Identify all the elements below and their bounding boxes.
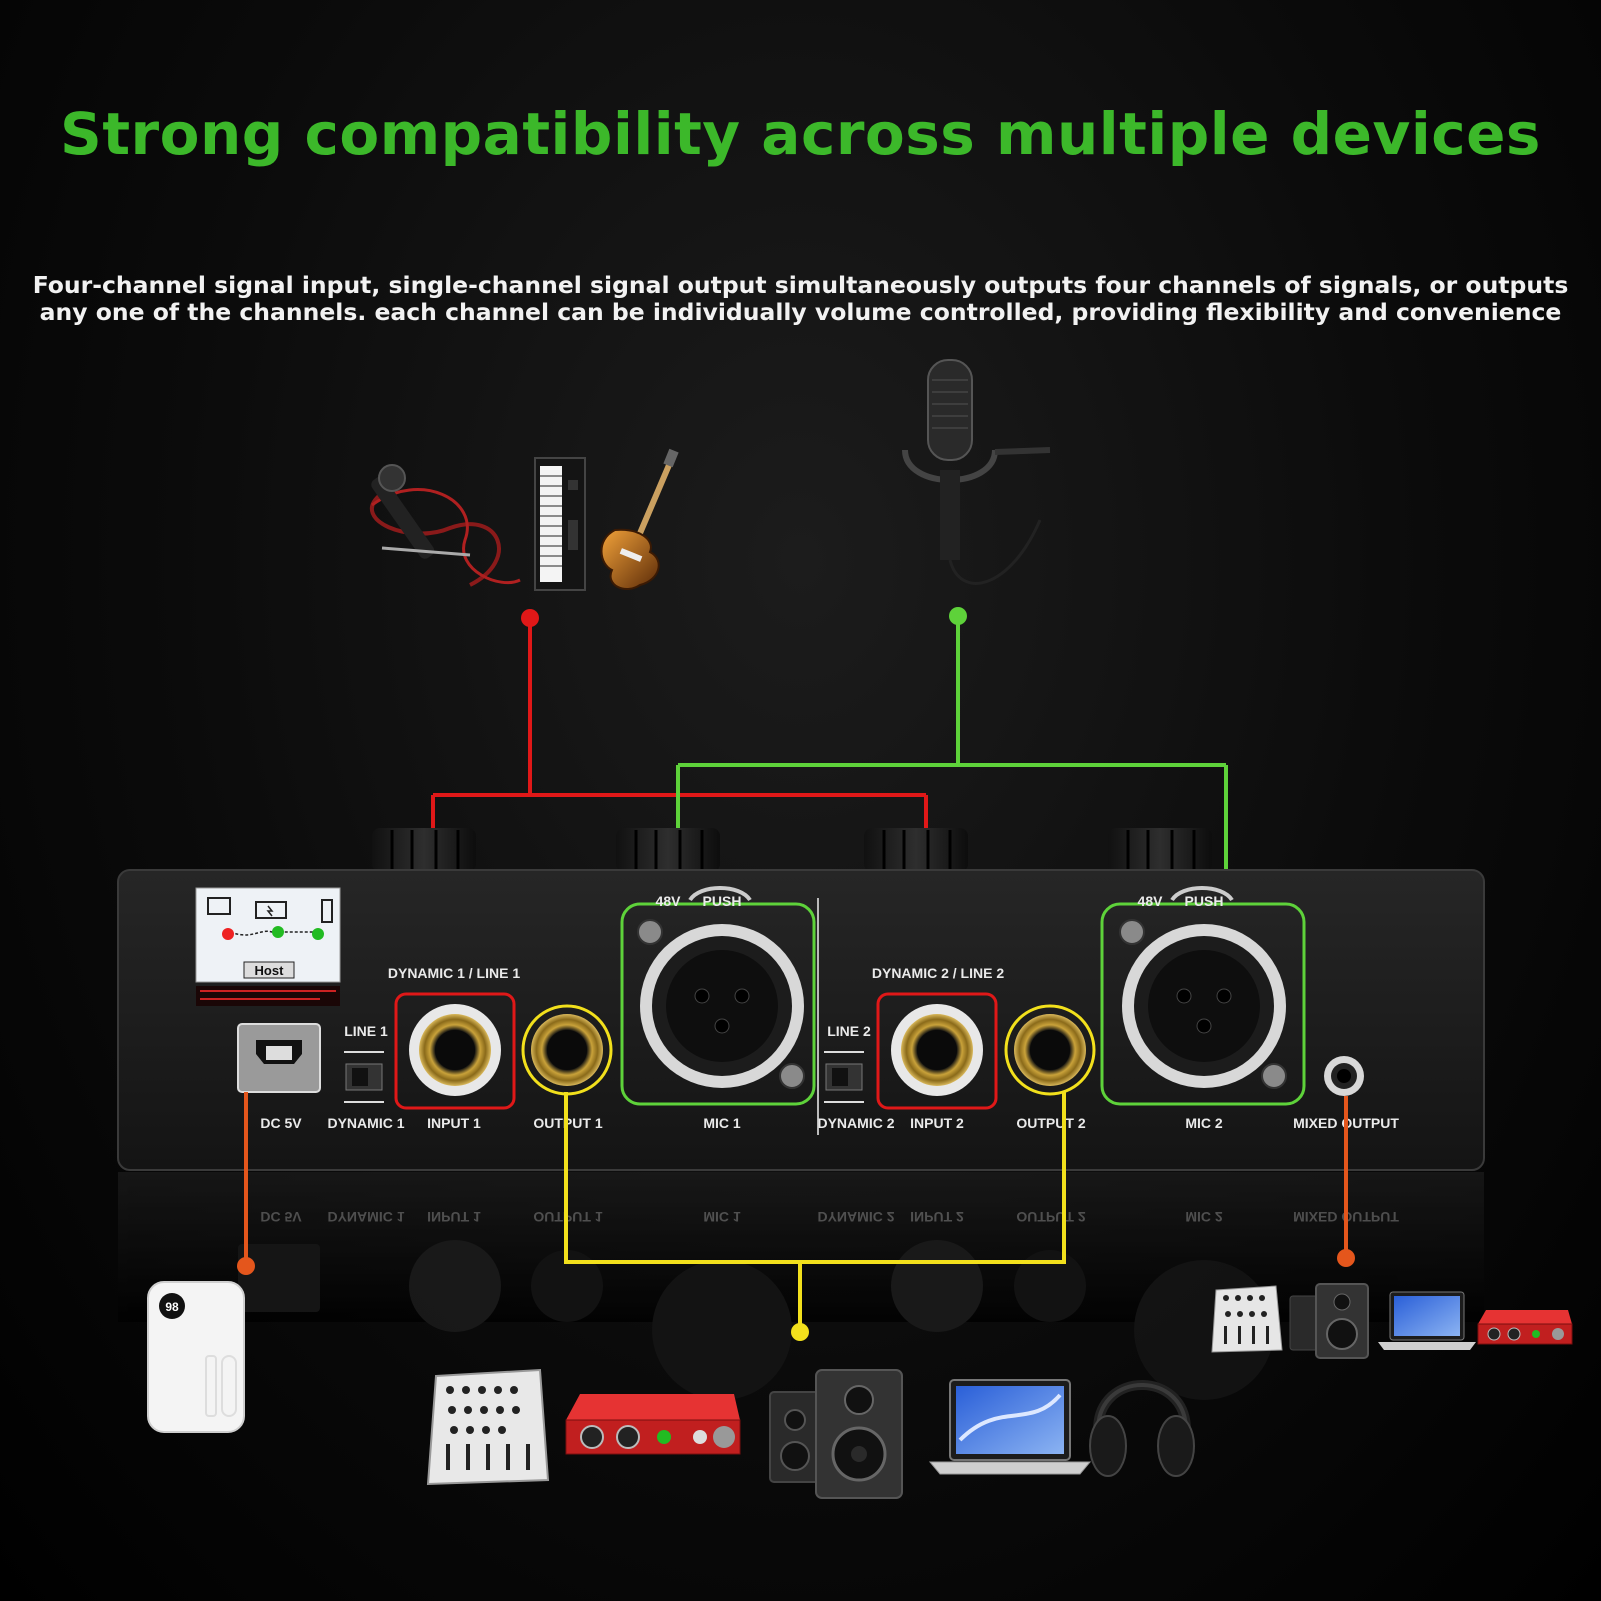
page-title: Strong compatibility across multiple dev…: [60, 100, 1541, 168]
mic-connection-dot: [949, 607, 967, 625]
screw-icon: [637, 919, 663, 945]
host-label: Host: [255, 963, 285, 978]
power-label-sticker: Host: [195, 887, 341, 983]
mixed-output-audio-interface-icon: [1477, 1310, 1573, 1345]
speakers-icon: [769, 1369, 903, 1499]
label-line2: LINE 2: [827, 1023, 871, 1039]
page-subtitle: Four-channel signal input, single-channe…: [20, 272, 1581, 326]
reflected-label-dc5v: DC 5V: [260, 1209, 302, 1225]
screw-icon: [1261, 1063, 1287, 1089]
output-1-jack[interactable]: [521, 1004, 613, 1096]
screw-icon: [1119, 919, 1145, 945]
label-48v-1: 48V: [656, 893, 682, 909]
selector-switch-1[interactable]: [344, 1051, 384, 1103]
mixed-output-connection-dot: [1337, 1249, 1355, 1267]
electric-guitar-icon: [600, 448, 679, 590]
mixed-output-jack[interactable]: [1324, 1056, 1364, 1096]
mic-1-xlr-jack[interactable]: [620, 886, 816, 1106]
volume-knob-1[interactable]: [372, 828, 476, 872]
label-dynamic1-line1: DYNAMIC 1 / LINE 1: [388, 965, 520, 981]
reflected-label-output2: OUTPUT 2: [1016, 1209, 1085, 1225]
label-dc5v: DC 5V: [260, 1115, 302, 1131]
volume-knob-3[interactable]: [864, 828, 968, 872]
label-line1: LINE 1: [344, 1023, 388, 1039]
mixed-output-speaker-icon: [1289, 1283, 1369, 1359]
label-input2: INPUT 2: [910, 1115, 964, 1131]
reflected-label-input2: INPUT 2: [910, 1209, 964, 1225]
output-connection-dot: [791, 1323, 809, 1341]
label-48v-2: 48V: [1138, 893, 1164, 909]
power-bank-icon: 98: [147, 1281, 245, 1433]
label-push-1: PUSH: [703, 893, 742, 909]
instrument-connection-dot: [521, 609, 539, 627]
label-output2: OUTPUT 2: [1016, 1115, 1085, 1131]
laptop-icon: [207, 897, 231, 915]
input-2-jack[interactable]: [876, 992, 998, 1110]
label-push-2: PUSH: [1185, 893, 1224, 909]
label-dynamic2-line2: DYNAMIC 2 / LINE 2: [872, 965, 1004, 981]
volume-knob-2[interactable]: [616, 828, 720, 872]
label-mic1: MIC 1: [703, 1115, 741, 1131]
usb-b-port[interactable]: [237, 1023, 321, 1093]
label-dynamic1: DYNAMIC 1: [327, 1115, 404, 1131]
output-cable: [564, 1092, 1066, 1330]
reflected-label-mic2: MIC 2: [1185, 1209, 1223, 1225]
label-output1: OUTPUT 1: [533, 1115, 602, 1131]
reflected-label-input1: INPUT 1: [427, 1209, 481, 1225]
mic-2-xlr-jack[interactable]: [1100, 886, 1306, 1106]
reflected-label-dynamic1: DYNAMIC 1: [327, 1209, 404, 1225]
reflected-label-output1: OUTPUT 1: [533, 1209, 602, 1225]
power-connection-dot: [237, 1257, 255, 1275]
reflected-label-dynamic2: DYNAMIC 2: [817, 1209, 894, 1225]
handheld-mic-icon: [370, 464, 521, 587]
headphones-icon: [1089, 1380, 1195, 1477]
mixed-output-mixer-icon: [1211, 1285, 1283, 1353]
volume-knobs[interactable]: [372, 828, 1212, 872]
reflected-label-mic1: MIC 1: [703, 1209, 741, 1225]
subtitle-line-1: Four-channel signal input, single-channe…: [32, 271, 1569, 299]
mixed-output-laptop-icon: [1378, 1291, 1476, 1350]
label-dynamic2: DYNAMIC 2: [817, 1115, 894, 1131]
device-rear-panel: Host: [117, 869, 1485, 1171]
output-2-jack[interactable]: [1004, 1004, 1096, 1096]
volume-knob-4[interactable]: [1108, 828, 1212, 872]
condenser-mic-icon: [902, 359, 1051, 585]
subtitle-line-2: any one of the channels. each channel ca…: [39, 298, 1562, 326]
screw-icon: [779, 1063, 805, 1089]
selector-switch-2[interactable]: [824, 1051, 864, 1103]
label-mic2: MIC 2: [1185, 1115, 1223, 1131]
input-1-jack[interactable]: [394, 992, 516, 1110]
keyboard-icon: [534, 457, 586, 591]
laptop-icon: [928, 1379, 1092, 1475]
audio-interface-icon: [565, 1394, 741, 1455]
label-input1: INPUT 1: [427, 1115, 481, 1131]
mixer-icon: [426, 1368, 550, 1486]
power-bank-display: 98: [165, 1300, 179, 1314]
